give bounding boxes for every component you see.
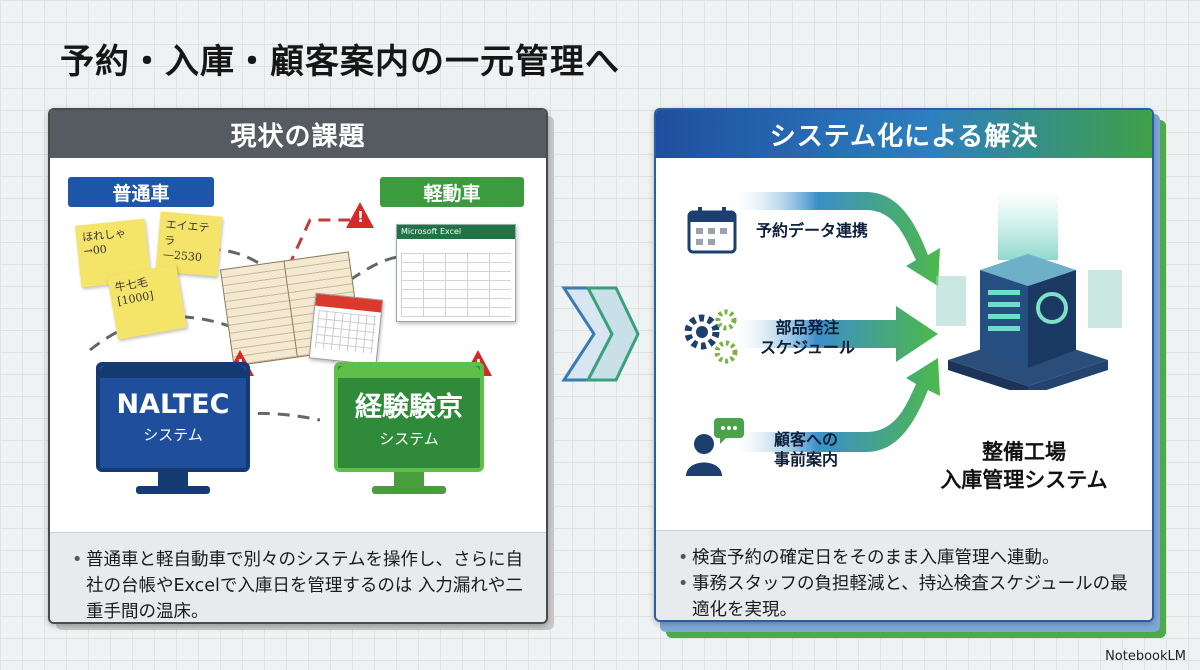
- notebooklm-brand: NotebookLM: [1105, 649, 1186, 664]
- server-label: 整備工場 入庫管理システム: [924, 438, 1124, 494]
- current-issues-summary: 普通車と軽自動車で別々のシステムを操作し、さらに自社の台帳やExcelで入庫日を…: [50, 532, 546, 622]
- calendar-icon: [687, 207, 737, 254]
- solution-bullet: 検査予約の確定日をそのまま入庫管理へ連動。: [678, 545, 1130, 571]
- flow-arrows: [736, 192, 940, 452]
- current-issues-header: 現状の課題: [50, 110, 546, 158]
- solution-header: システム化による解決: [656, 110, 1152, 158]
- solution-bullet: 事務スタッフの負担軽減と、持込検査スケジュールの最適化を実現。: [678, 571, 1130, 620]
- keiken-name: 経験験京: [355, 392, 463, 423]
- person-chat-icon: [686, 418, 744, 476]
- server-label-line2: 入庫管理システム: [940, 468, 1108, 492]
- issue-bullet: 普通車と軽自動車で別々のシステムを操作し、さらに自社の台帳やExcelで入庫日を…: [72, 547, 524, 622]
- solution-summary: 検査予約の確定日をそのまま入庫管理へ連動。 事務スタッフの負担軽減と、持込検査ス…: [656, 530, 1152, 620]
- row-label-customer: 顧客への 事前案内: [774, 430, 838, 470]
- server-label-line1: 整備工場: [982, 440, 1066, 464]
- current-issues-panel: 現状の課題 普通車 軽動車 ほれしゃ→00 エイエテラ—2530 牛七毛[100…: [48, 108, 548, 624]
- row-label-parts: 部品発注 スケジュール: [760, 318, 855, 358]
- naltec-name: NALTEC: [116, 389, 230, 420]
- kei-car-tag: 軽動車: [380, 177, 524, 207]
- row-label-parts-text: 部品発注 スケジュール: [760, 318, 855, 357]
- solution-panel: システム化による解決 予約データ連携: [654, 108, 1154, 622]
- page-title: 予約・入庫・顧客案内の一元管理へ: [60, 42, 620, 82]
- regular-car-tag: 普通車: [68, 177, 214, 207]
- calendar-page: [308, 292, 384, 366]
- keiken-monitor: 経験験京 システム: [334, 362, 484, 502]
- transition-chevrons-icon: [561, 286, 640, 382]
- excel-title: Microsoft Excel: [397, 225, 515, 239]
- current-issues-card: 現状の課題 普通車 軽動車 ほれしゃ→00 エイエテラ—2530 牛七毛[100…: [48, 108, 554, 630]
- naltec-monitor: NALTEC システム: [96, 362, 250, 502]
- row-label-customer-text: 顧客への 事前案内: [774, 430, 839, 469]
- warning-icon: !: [346, 202, 374, 228]
- naltec-sub: システム: [143, 426, 203, 444]
- row-label-reservation: 予約データ連携: [756, 221, 869, 240]
- sticky-note-3: 牛七毛[1000]: [106, 264, 188, 340]
- excel-window: Microsoft Excel: [396, 224, 516, 322]
- solution-card: システム化による解決 予約データ連携: [654, 108, 1166, 638]
- gears-icon: [684, 309, 738, 364]
- keiken-sub: システム: [379, 430, 439, 448]
- server-icon: [936, 190, 1122, 390]
